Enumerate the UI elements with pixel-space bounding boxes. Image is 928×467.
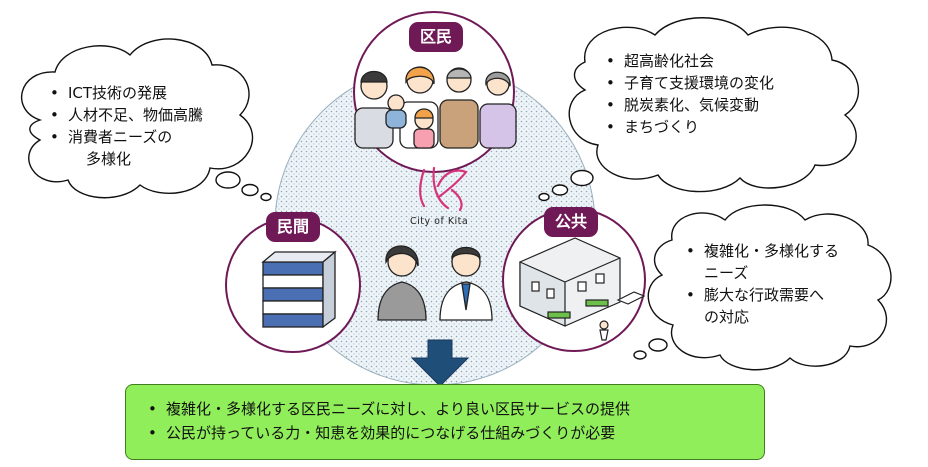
city-logo-mark <box>419 166 468 212</box>
list-item: 子育て支援環境の変化 <box>606 72 836 94</box>
conclusion-box: 複雑化・多様化する区民ニーズに対し、より良い区民サービスの提供 公民が持っている… <box>125 384 765 460</box>
list-item: 消費者ニーズの <box>50 126 240 148</box>
list-item: 多様化 <box>86 150 132 168</box>
tag-public: 公共 <box>544 207 598 237</box>
list-item: まちづくり <box>606 116 836 138</box>
list-item: の対応 <box>704 308 750 326</box>
list-item: 人材不足、物価高騰 <box>50 104 240 126</box>
list-item: 複雑化・多様化する <box>686 240 876 262</box>
list-item: 超高齢化社会 <box>606 50 836 72</box>
family-illustration <box>354 66 517 149</box>
list-item: ニーズ <box>704 264 749 282</box>
conclusion-item: 公民が持っている力・知恵を効果的につなげる仕組みづくりが必要 <box>148 421 764 445</box>
tag-residents: 区民 <box>409 22 463 52</box>
staff-illustration <box>377 245 493 321</box>
list-item: 脱炭素化、気候変動 <box>606 94 836 116</box>
down-arrow <box>410 339 470 387</box>
conclusion-item: 複雑化・多様化する区民ニーズに対し、より良い区民サービスの提供 <box>148 397 764 421</box>
list-item: ICT技術の発展 <box>50 82 240 104</box>
public-building-illustration <box>519 237 646 341</box>
list-item: 膨大な行政需要へ <box>686 284 876 306</box>
logo-caption: City of Kita <box>410 216 469 227</box>
right-bottom-bubble-list: 複雑化・多様化する ニーズ 膨大な行政需要へ の対応 <box>686 240 876 328</box>
tag-private: 民間 <box>266 212 320 242</box>
left-bubble-list: ICT技術の発展 人材不足、物価高騰 消費者ニーズの 多様化 <box>50 82 240 170</box>
right-top-bubble-list: 超高齢化社会 子育て支援環境の変化 脱炭素化、気候変動 まちづくり <box>606 50 836 138</box>
server-illustration <box>261 250 337 329</box>
